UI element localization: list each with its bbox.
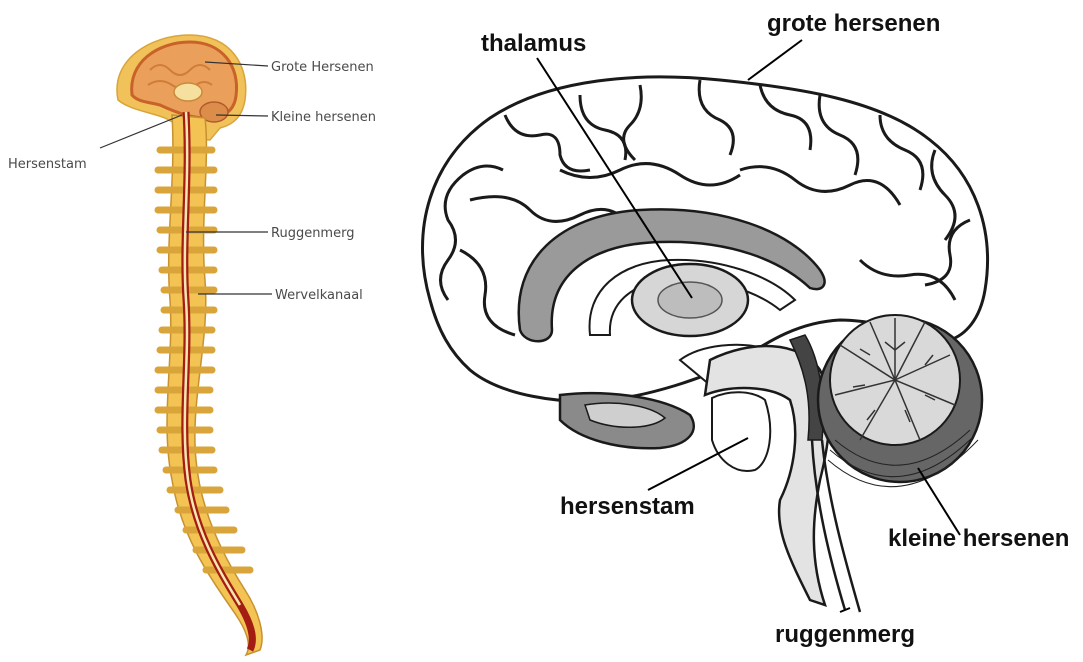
brainstem-front bbox=[712, 392, 770, 471]
brain-section-illustration: thalamus grote hersenen hersenstam klein… bbox=[423, 10, 1070, 648]
label-hersenstam-small: Hersenstam bbox=[8, 157, 87, 172]
thalamus-region bbox=[174, 83, 202, 101]
label-ruggenmerg: ruggenmerg bbox=[775, 621, 915, 648]
label-wervelkanaal-small: Wervelkanaal bbox=[275, 288, 363, 303]
label-grote-hersenen: grote hersenen bbox=[767, 10, 940, 37]
label-thalamus: thalamus bbox=[481, 30, 586, 57]
label-kleine-hersenen: kleine hersenen bbox=[888, 525, 1069, 552]
vertebral-column bbox=[167, 115, 262, 655]
label-kleine-hersenen-small: Kleine hersenen bbox=[271, 110, 376, 125]
label-hersenstam: hersenstam bbox=[560, 493, 695, 520]
nervous-system-illustration: Grote Hersenen Kleine hersenen Hersensta… bbox=[8, 35, 376, 655]
label-grote-hersenen-small: Grote Hersenen bbox=[271, 60, 374, 75]
thalamus-inner bbox=[658, 282, 722, 318]
label-ruggenmerg-small: Ruggenmerg bbox=[271, 226, 354, 241]
